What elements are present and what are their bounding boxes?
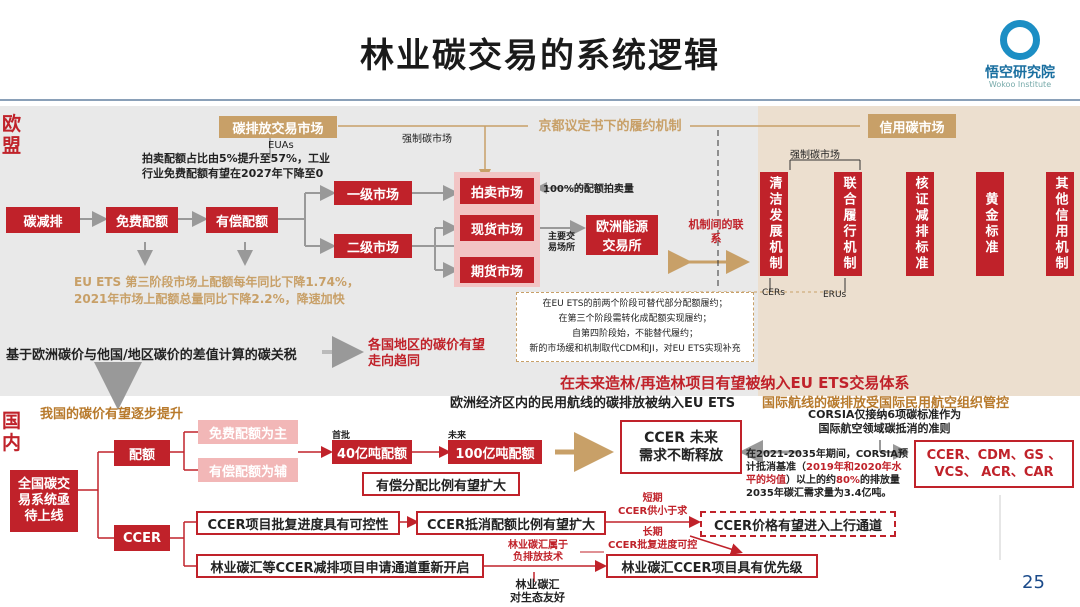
auction-100-label: 100%的配额拍卖量 — [543, 184, 634, 195]
primary-market-box: 一级市场 — [334, 181, 412, 205]
border-tax-label: 基于欧洲碳价与他国/地区碳价的差值计算的碳关税 — [6, 348, 297, 363]
credit-forced-market-label: 强制碳市场 — [790, 150, 840, 161]
free-main-box: 免费配额为主 — [198, 420, 298, 444]
corsia-paragraph: 在2021-2035年期间，CORSIA预 计抵消基准（2019年和2020年水… — [746, 449, 909, 499]
corsia-label: CORSIA仅接纳6项碳标准作为国际航空领域碳抵消的准则 — [808, 408, 962, 435]
paid-expand-box: 有偿分配比例有望扩大 — [362, 472, 520, 496]
gold-standard-box: 黄金标准 — [976, 172, 1004, 276]
logo-icon — [1000, 20, 1040, 60]
aviation-intl-label: 国际航线的碳排放受国际民用航空组织管控 — [762, 396, 1010, 411]
ji-box: 联合履行机制 — [834, 172, 862, 276]
region-domestic-label: 国内 — [2, 410, 22, 454]
euas-label: EUAs — [268, 140, 294, 151]
ccer-box: CCER — [114, 525, 170, 551]
cers-label: CERs — [762, 288, 785, 298]
eex-box: 欧洲能源交易所 — [586, 215, 658, 255]
carbon-reduce-box: 碳减排 — [6, 207, 80, 233]
secondary-market-box: 二级市场 — [334, 234, 412, 258]
other-credit-box: 其他信用机制 — [1046, 172, 1074, 276]
free-quota-box: 免费配额 — [106, 207, 178, 233]
forest-ets-label: 在未来造林/再造林项目有望被纳入EU ETS交易体系 — [560, 374, 910, 392]
national-ets-box: 全国碳交易系统亟待上线 — [10, 470, 78, 532]
domestic-section-background — [0, 396, 1080, 607]
forest-priority-box: 林业碳汇CCER项目具有优先级 — [606, 554, 818, 578]
price-converge-label: 各国地区的碳价有望走向趋同 — [368, 338, 486, 369]
futures-market-box: 期货市场 — [460, 257, 534, 283]
paid-aux-box: 有偿配额为辅 — [198, 458, 298, 482]
page-title: 林业碳交易的系统逻辑 — [360, 36, 720, 76]
phase3-line1: EU ETS 第三阶段市场上配额每年同比下降1.74%， — [74, 275, 359, 289]
mechanism-link-label: 机制间的联系 — [688, 218, 744, 245]
price-rise-label: 我国的碳价有望逐步提升 — [40, 407, 184, 422]
ccer-demand-box: CCER 未来需求不断释放 — [620, 420, 742, 474]
cer-note-box: 在EU ETS的前两个阶段可替代部分配额履约； 在第三个阶段需转化成配额实现履约… — [516, 292, 754, 362]
credit-market-box: 信用碳市场 — [868, 114, 956, 138]
auction-note-line1: 拍卖配额占比由5%提升至57%，工业 — [142, 152, 331, 165]
logo-subtitle: Wokoo Institute — [988, 80, 1052, 89]
first-batch-label: 首批 — [332, 431, 351, 441]
quota-40-box: 40亿吨配额 — [332, 440, 412, 464]
kyoto-label: 京都议定书下的履约机制 — [538, 119, 682, 134]
region-eu-label: 欧盟 — [2, 113, 22, 157]
header-divider — [0, 99, 1080, 101]
quota-box: 配额 — [114, 440, 170, 466]
forest-negative-label: 林业碳汇属于负排放技术 — [508, 540, 568, 563]
cdm-box: 清洁发展机制 — [760, 172, 788, 276]
aviation-eu-label: 欧洲经济区内的民用航线的碳排放被纳入EU ETS — [450, 396, 736, 411]
erus-label: ERUs — [823, 290, 847, 300]
quota-100-box: 100亿吨配额 — [448, 440, 542, 464]
standards-box: CCER、CDM、GS 、VCS、 ACR、CAR — [914, 440, 1074, 488]
main-venue-label: 主要交易场所 — [548, 232, 576, 253]
page-number: 25 — [1022, 572, 1045, 593]
ccer-offset-box: CCER抵消配额比例有望扩大 — [416, 511, 606, 535]
ccer-control-box: CCER项目批复进度具有可控性 — [196, 511, 400, 535]
future-label: 未来 — [448, 431, 467, 441]
forced-market-label: 强制碳市场 — [402, 134, 452, 145]
vcs-box: 核证减排标准 — [906, 172, 934, 276]
forest-reopen-box: 林业碳汇等CCER减排项目申请通道重新开启 — [196, 554, 484, 578]
paid-quota-box: 有偿配额 — [206, 207, 278, 233]
forest-eco-label: 林业碳汇对生态友好 — [510, 578, 565, 604]
logo-name: 悟空研究院 — [985, 65, 1055, 81]
spot-market-box: 现货市场 — [460, 215, 534, 241]
auction-note-line2: 行业免费配额有望在2027年下降至0 — [142, 167, 324, 180]
phase3-line2: 2021年市场上配额总量同比下降2.2%，降速加快 — [74, 292, 345, 306]
ets-market-box: 碳排放交易市场 — [219, 116, 337, 138]
ccer-price-box: CCER价格有望进入上行通道 — [700, 511, 896, 537]
auction-market-box: 拍卖市场 — [460, 178, 534, 204]
